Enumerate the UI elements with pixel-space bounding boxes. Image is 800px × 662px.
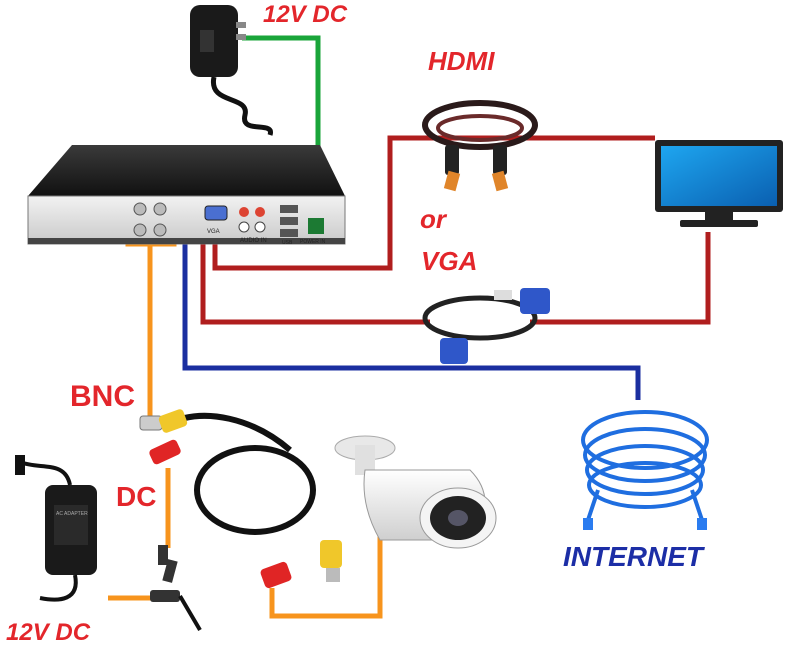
vga-label: VGA: [421, 246, 477, 276]
adapter-brand-text: AC ADAPTER: [56, 511, 88, 517]
or-label: or: [420, 204, 448, 234]
vga-cable-icon: [422, 288, 550, 364]
vga-port-text: VGA: [207, 229, 220, 235]
psu-power-label: 12V DC: [6, 619, 91, 646]
dvr-recorder-icon: VGA AUDIO IN USB POWER IN: [27, 145, 346, 246]
usb-text: USB: [282, 240, 293, 246]
bnc-label: BNC: [70, 380, 135, 413]
hdmi-cable-icon: [422, 100, 538, 192]
vga-wire-red: [200, 232, 711, 325]
bnc-power-cable-icon: [139, 409, 342, 589]
power-splitter-icon: [150, 545, 202, 632]
monitor-icon: [655, 140, 783, 227]
bullet-camera-icon: [334, 435, 497, 549]
power-adapter-icon: [190, 5, 273, 136]
network-cable-icon: [581, 410, 709, 530]
audio-in-text: AUDIO IN: [240, 238, 267, 244]
dc-label: DC: [116, 481, 156, 512]
power-in-text: POWER IN: [300, 239, 326, 245]
dvr-power-label: 12V DC: [263, 1, 348, 28]
internet-label: INTERNET: [563, 541, 706, 572]
hdmi-label: HDMI: [428, 46, 495, 76]
power-supply-icon: AC ADAPTER: [15, 455, 97, 602]
